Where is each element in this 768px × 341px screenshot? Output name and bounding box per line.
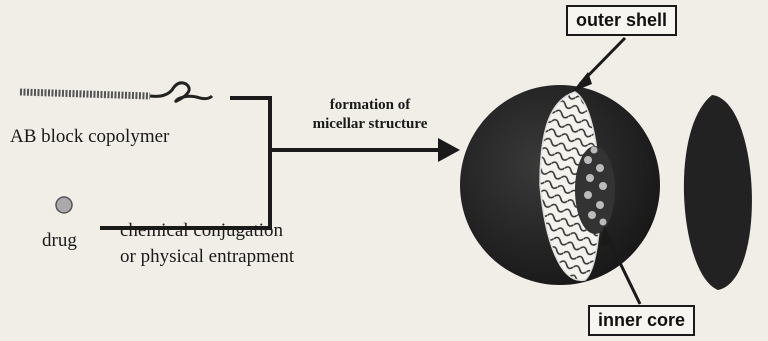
process-label-line2: micellar structure <box>290 115 450 134</box>
method-label: chemical conjugation or physical entrapm… <box>120 218 294 270</box>
micelle-sphere <box>460 85 660 285</box>
copolymer-strand-icon <box>20 83 212 101</box>
process-label-line1: formation of <box>290 96 450 115</box>
outer-shell-label: outer shell <box>566 5 677 36</box>
inner-core-label: inner core <box>588 305 695 336</box>
drug-particle-icon <box>56 197 72 213</box>
inner-core-region <box>575 146 615 234</box>
method-label-line2: or physical entrapment <box>120 244 294 270</box>
copolymer-label: AB block copolymer <box>10 126 169 148</box>
merge-arrow-head <box>438 138 460 162</box>
detached-shell-half <box>684 95 752 290</box>
drug-label: drug <box>42 230 77 252</box>
process-label: formation of micellar structure <box>290 96 450 134</box>
method-label-line1: chemical conjugation <box>120 218 294 244</box>
